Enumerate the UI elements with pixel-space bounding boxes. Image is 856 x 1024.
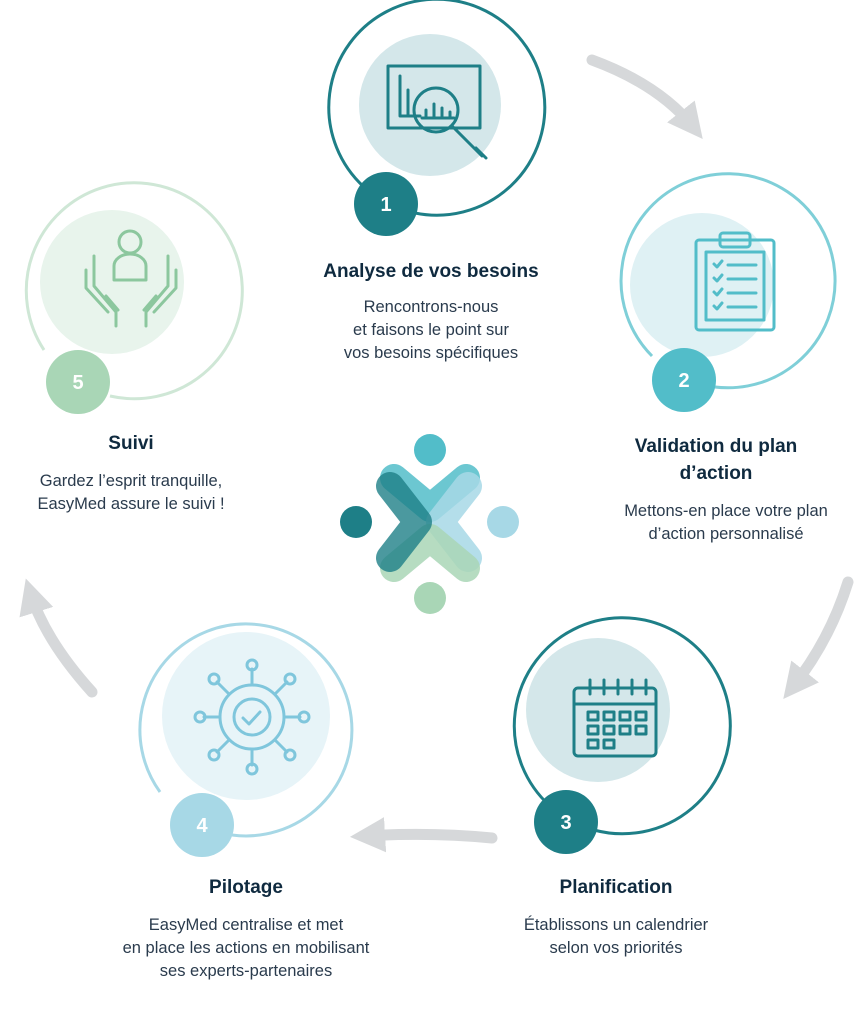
- step-4-description: EasyMed centralise et met en place les a…: [122, 916, 370, 980]
- step-1-title: Analyse de vos besoins: [323, 261, 539, 282]
- step-4-ring: [138, 622, 354, 838]
- arrow-3-to-4: [349, 817, 498, 853]
- step-1-badge: [354, 172, 418, 236]
- step-5-disc: [40, 210, 184, 354]
- step-5-ring: [24, 181, 244, 401]
- step-1-description: Rencontrons-nous et faisons le point sur…: [343, 298, 519, 362]
- step-2-node: 2: [619, 172, 837, 412]
- step-4-title: Pilotage: [209, 877, 283, 898]
- step-1-number: 1: [380, 194, 391, 216]
- logo-dot-bottom: [414, 582, 446, 614]
- step-4-node: 4: [138, 622, 354, 857]
- step-3-node: 3: [512, 616, 732, 854]
- cycle-arrows: [19, 54, 854, 853]
- logo-chevron-left: [376, 472, 432, 572]
- arrow-4-to-5: [19, 578, 98, 698]
- step-1-node: 1: [327, 0, 547, 236]
- logo-dot-left: [340, 506, 372, 538]
- step-3-badge: [534, 790, 598, 854]
- step-4-number: 4: [196, 815, 208, 837]
- step-3-ring: [512, 616, 732, 836]
- step-3-disc: [526, 638, 670, 782]
- arrow-1-to-2: [586, 54, 703, 140]
- hands-person-icon: [84, 229, 178, 328]
- easymed-logo: [340, 434, 519, 614]
- calendar-icon: [572, 678, 658, 758]
- arrow-2-to-3: [783, 576, 854, 700]
- step-2-title: Validation du plan d’action: [634, 436, 798, 484]
- magnifier-chart-icon: [386, 64, 488, 160]
- step-5-number: 5: [72, 372, 83, 394]
- step-1-ring: [327, 0, 547, 217]
- gear-network-icon: [193, 658, 311, 776]
- step-5-title: Suivi: [108, 433, 154, 454]
- logo-dot-right: [487, 506, 519, 538]
- step-3-title: Planification: [559, 877, 673, 898]
- step-4-badge: [170, 793, 234, 857]
- step-4-disc: [162, 632, 330, 800]
- step-2-number: 2: [678, 370, 689, 392]
- clipboard-checklist-icon: [694, 231, 776, 332]
- step-2-disc: [630, 213, 774, 357]
- step-3-description: Établissons un calendrier selon vos prio…: [523, 916, 709, 957]
- step-2-ring: [619, 172, 837, 390]
- step-2-description: Mettons-en place votre plan d’action per…: [624, 502, 828, 543]
- step-5-badge: [46, 350, 110, 414]
- step-5-description: Gardez l’esprit tranquille, EasyMed assu…: [37, 472, 225, 513]
- step-3-number: 3: [560, 812, 571, 834]
- logo-dot-top: [414, 434, 446, 466]
- step-2-badge: [652, 348, 716, 412]
- step-5-node: 5: [24, 181, 244, 414]
